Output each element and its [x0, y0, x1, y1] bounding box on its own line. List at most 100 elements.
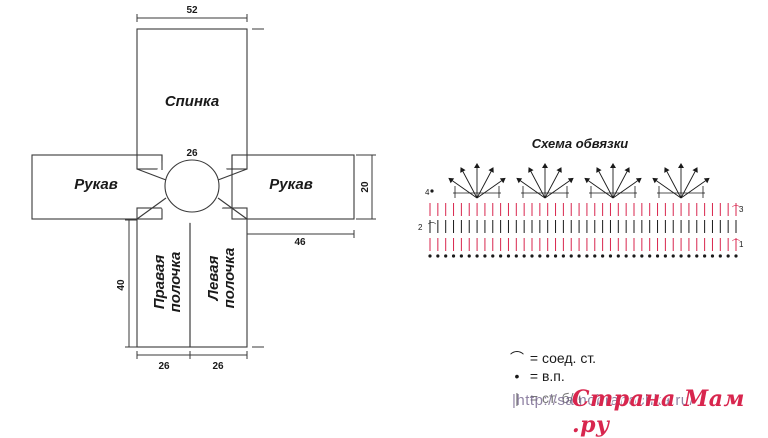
chain-stitch: [585, 254, 589, 258]
chain-symbol: •: [514, 368, 520, 384]
slip-stitch-symbol: ⌒: [510, 350, 524, 366]
right-sleeve-label: Рукав: [269, 176, 313, 193]
stitch-chart: ⌒ ⌒ ⌒: [428, 163, 740, 258]
diagram-canvas: Спинка Рукав Рукав Правая полочка Левая …: [31, 5, 744, 372]
picot-mark: [460, 167, 466, 173]
dim-front-right-width: 26: [158, 361, 170, 372]
chain-stitch: [734, 254, 738, 258]
left-front-label-line1: Левая: [205, 255, 222, 301]
chain-stitch: [616, 254, 620, 258]
picot-mark: [528, 167, 534, 173]
slip-stitch-symbol: ⌒: [732, 205, 740, 214]
chain-stitch: [632, 254, 636, 258]
right-front-label-line1: Правая: [151, 255, 168, 309]
chain-stitch: [499, 254, 503, 258]
picot-mark: [488, 167, 494, 173]
double-crochet-stitch: [612, 180, 638, 199]
chain-stitch: [655, 254, 660, 258]
double-crochet-stitch: [530, 171, 546, 199]
dim-sleeve-length: 46: [294, 237, 306, 248]
slip-stitch-symbol: ⌒: [732, 239, 740, 248]
chain-stitch: [679, 254, 683, 258]
chain-stitch: [663, 254, 667, 258]
chain-stitch: [538, 254, 542, 258]
legend-slip-stitch-text: = соед. ст.: [529, 350, 597, 366]
picot-mark: [664, 167, 670, 173]
chain-stitch: [710, 254, 715, 258]
double-crochet-stitch: [656, 180, 682, 199]
chain-stitch: [546, 254, 550, 258]
chain-stitch: [624, 254, 628, 258]
watermark-url: |http://samobranochka.ru/: [512, 392, 695, 409]
chart-title: Схема обвязки: [532, 136, 629, 151]
chain-stitch: [561, 254, 565, 258]
picot-mark: [474, 163, 480, 168]
chain-stitch: [687, 254, 691, 258]
legend-single-crochet-text: = ст. б/н: [529, 390, 582, 406]
double-crochet-stitch: [612, 171, 628, 199]
chain-stitch: [514, 254, 518, 258]
chain-stitch: [491, 254, 495, 258]
row-number-3: 3: [739, 205, 744, 214]
picot-mark: [542, 163, 548, 168]
chain-stitch: [671, 254, 675, 258]
chain-stitch: [569, 254, 573, 258]
chain-stitch: [577, 254, 581, 258]
double-crochet-stitch: [520, 180, 546, 199]
row-number-1: 1: [739, 240, 744, 249]
chain-stitch: [718, 254, 722, 258]
picot-mark: [596, 167, 602, 173]
double-crochet-stitch: [666, 171, 682, 199]
chain-stitch: [522, 254, 526, 258]
picot-mark: [610, 163, 616, 168]
chain-stitch: [436, 254, 440, 258]
slip-stitch-symbol: ⌒: [428, 222, 436, 231]
double-crochet-stitch: [452, 180, 478, 199]
chain-stitch: [467, 254, 471, 258]
single-crochet-symbol: |: [515, 390, 519, 406]
legend-item-single-crochet: | = ст. б/н: [508, 390, 581, 406]
legend-chain-text: = в.п.: [529, 368, 565, 384]
left-front-label-line2: полочка: [221, 248, 238, 309]
chain-stitch: [608, 254, 613, 258]
row-number-4: 4: [425, 188, 430, 197]
picot-mark: [556, 167, 562, 173]
picot-mark: [624, 167, 630, 173]
garment-pattern: [31, 28, 355, 348]
double-crochet-stitch: [476, 180, 502, 199]
chain-stitch: [726, 254, 730, 258]
row-number-2: 2: [418, 223, 423, 232]
chain-stitch: [459, 254, 463, 258]
double-crochet-stitch: [680, 171, 696, 199]
chain-stitch: [428, 254, 432, 258]
chain-stitch: [475, 254, 479, 258]
picot-mark: [652, 177, 659, 184]
back-label: Спинка: [165, 93, 219, 110]
picot-mark: [567, 177, 574, 184]
chain-stitch: [648, 254, 652, 258]
picot-mark: [516, 177, 523, 184]
neck-opening: [164, 159, 220, 213]
chain-stitch: [483, 254, 487, 258]
chain-stitch: [530, 254, 534, 258]
chain-stitch: [430, 189, 434, 193]
double-crochet-stitch: [462, 171, 478, 199]
chain-stitch: [593, 254, 597, 258]
chain-stitch: [703, 254, 707, 258]
chain-stitch: [553, 254, 558, 258]
picot-mark: [584, 177, 591, 184]
right-front-label-line2: полочка: [167, 252, 184, 313]
dim-back-width: 52: [186, 5, 198, 16]
picot-mark: [678, 163, 684, 168]
left-sleeve-label: Рукав: [74, 176, 118, 193]
chain-stitch: [451, 254, 456, 258]
double-crochet-stitch: [588, 180, 614, 199]
picot-mark: [635, 177, 642, 184]
double-crochet-stitch: [680, 180, 706, 199]
dim-sleeve-height: 20: [360, 181, 371, 193]
chain-stitch: [640, 254, 644, 258]
dimension-lines: [125, 14, 376, 359]
picot-mark: [448, 177, 455, 184]
legend-item-slip-stitch: ⌒ = соед. ст.: [508, 348, 596, 368]
double-crochet-stitch: [598, 171, 614, 199]
